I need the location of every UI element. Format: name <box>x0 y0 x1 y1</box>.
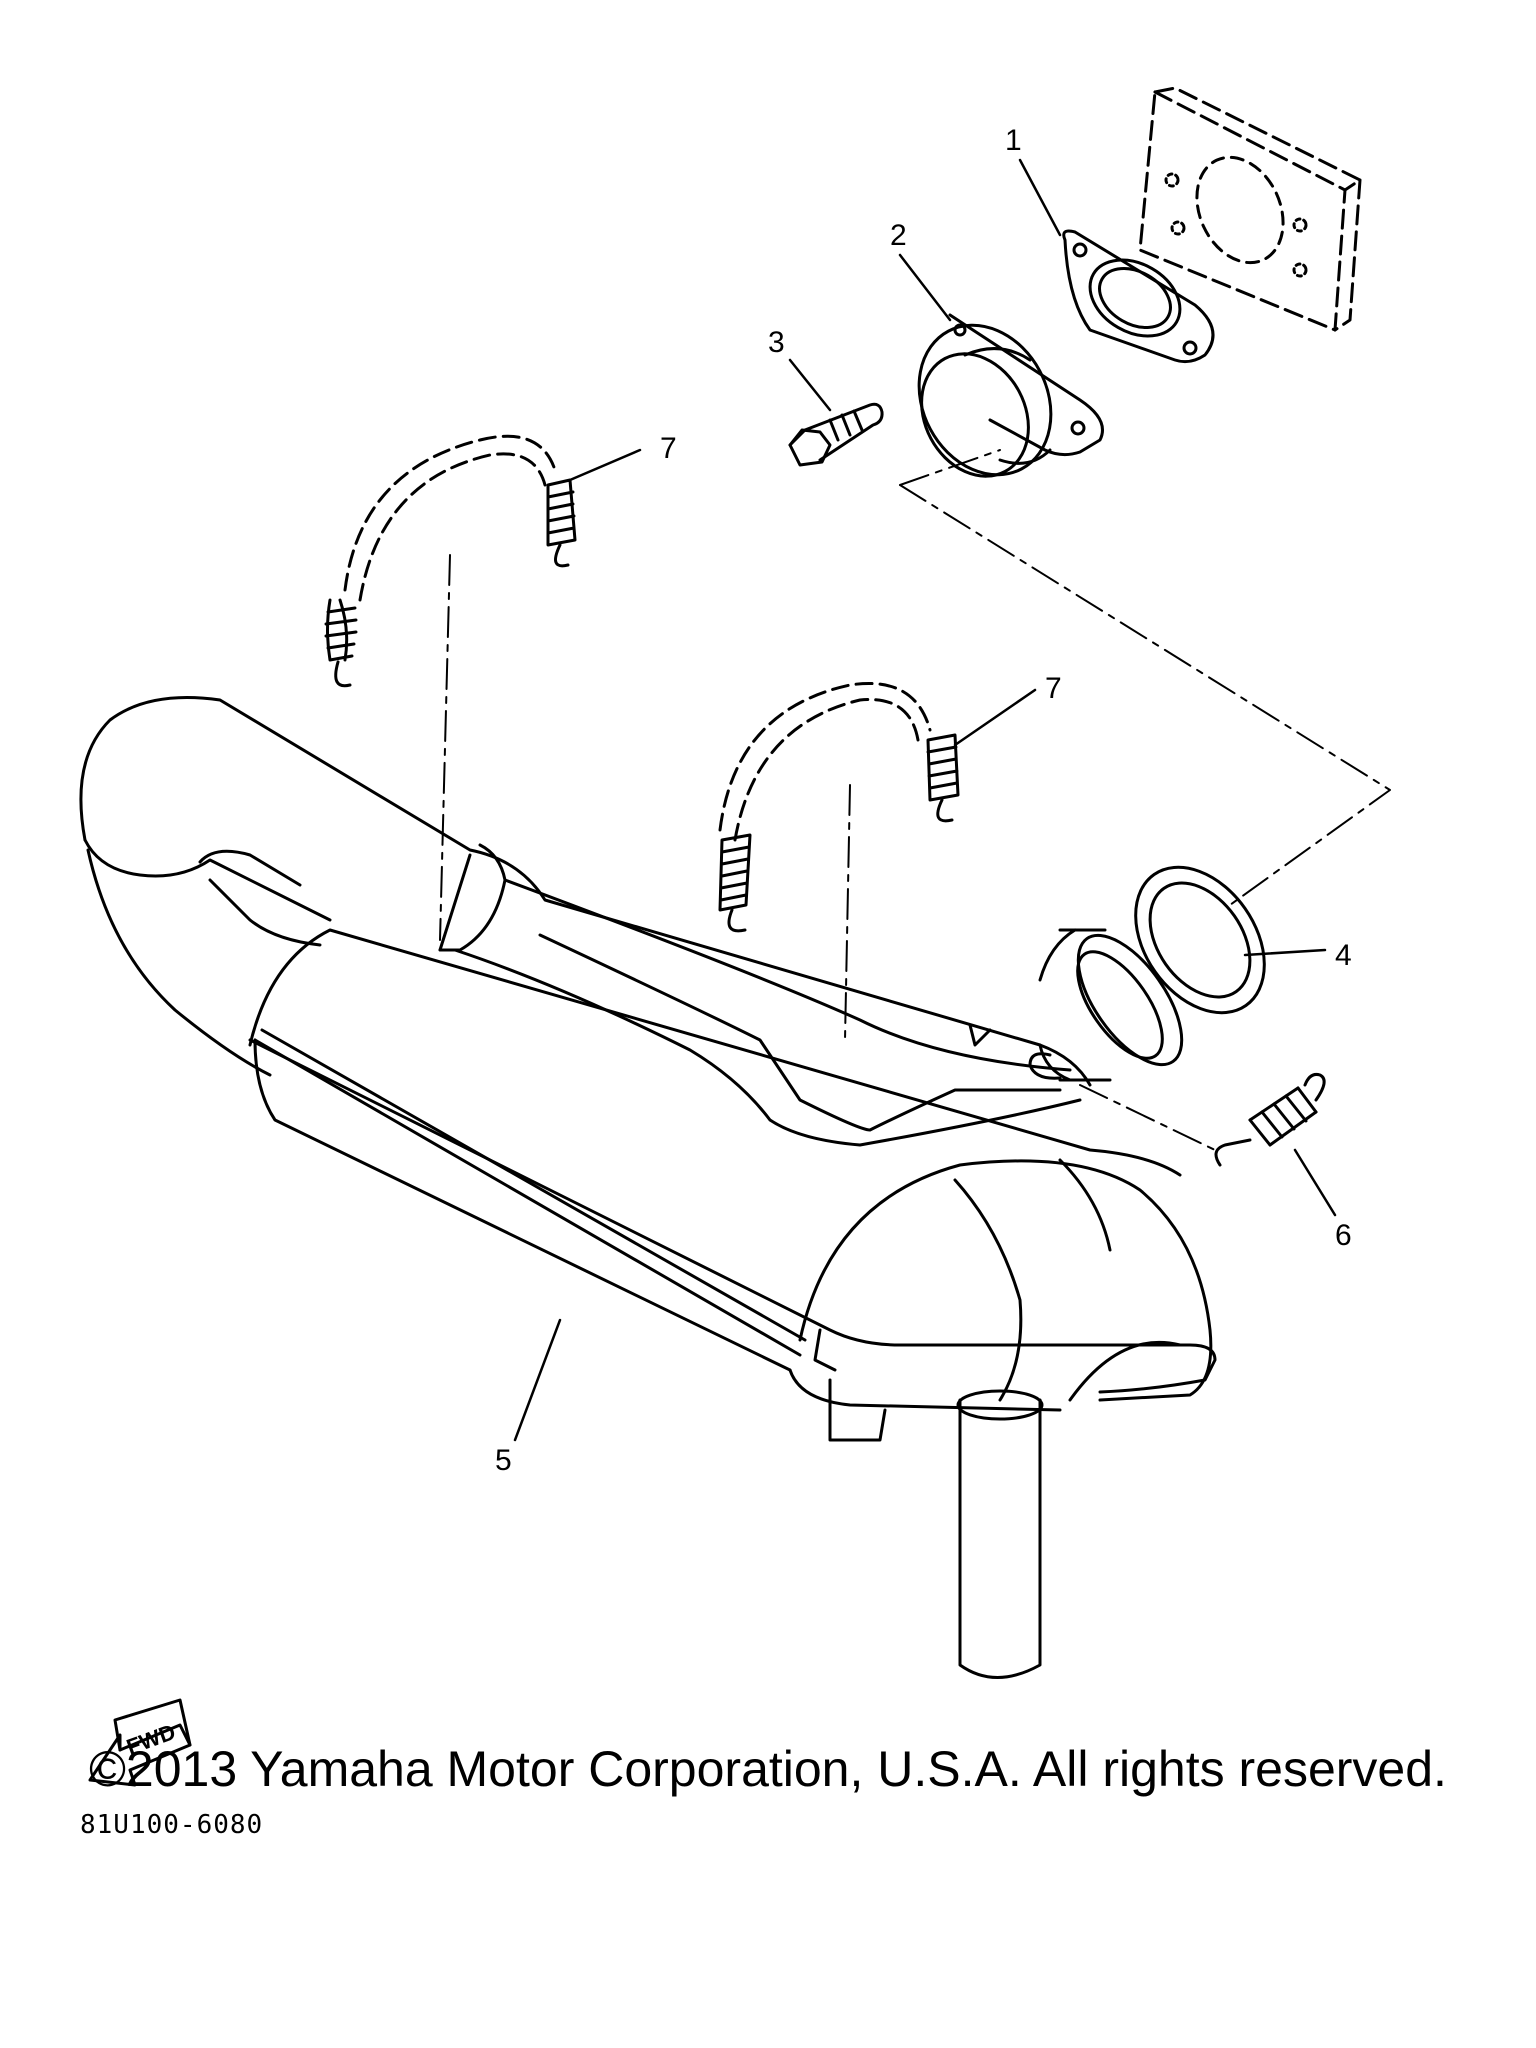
spring-part-7-lower <box>718 682 960 933</box>
fwd-arrow-icon <box>88 1698 192 1787</box>
assembly-lines <box>439 449 1391 1151</box>
diagram-code: 81U100-6080 <box>80 1810 263 1840</box>
bolt-part-3 <box>788 402 884 467</box>
manifold-flange-part-2 <box>917 313 1104 478</box>
callout-2: 2 <box>890 219 907 252</box>
callout-7-upper: 7 <box>660 432 677 465</box>
muffler <box>248 928 1217 1679</box>
callout-6: 6 <box>1335 1219 1352 1252</box>
spring-part-7-upper <box>324 434 577 688</box>
callout-leaders <box>513 158 1337 1442</box>
callout-4: 4 <box>1335 939 1352 972</box>
callout-7-lower: 7 <box>1045 672 1062 705</box>
callout-5: 5 <box>495 1444 512 1477</box>
callout-1: 1 <box>1005 124 1022 157</box>
gasket-part-1 <box>1062 229 1215 364</box>
copyright-notice: ©2013 Yamaha Motor Corporation, U.S.A. A… <box>89 1741 1447 1797</box>
engine-mount-block <box>1138 86 1362 332</box>
exhaust-pipe-part-5 <box>79 696 1184 1147</box>
callout-3: 3 <box>768 326 785 359</box>
ring-gasket-part-4 <box>1134 865 1266 1015</box>
spring-part-6 <box>1214 1073 1326 1167</box>
